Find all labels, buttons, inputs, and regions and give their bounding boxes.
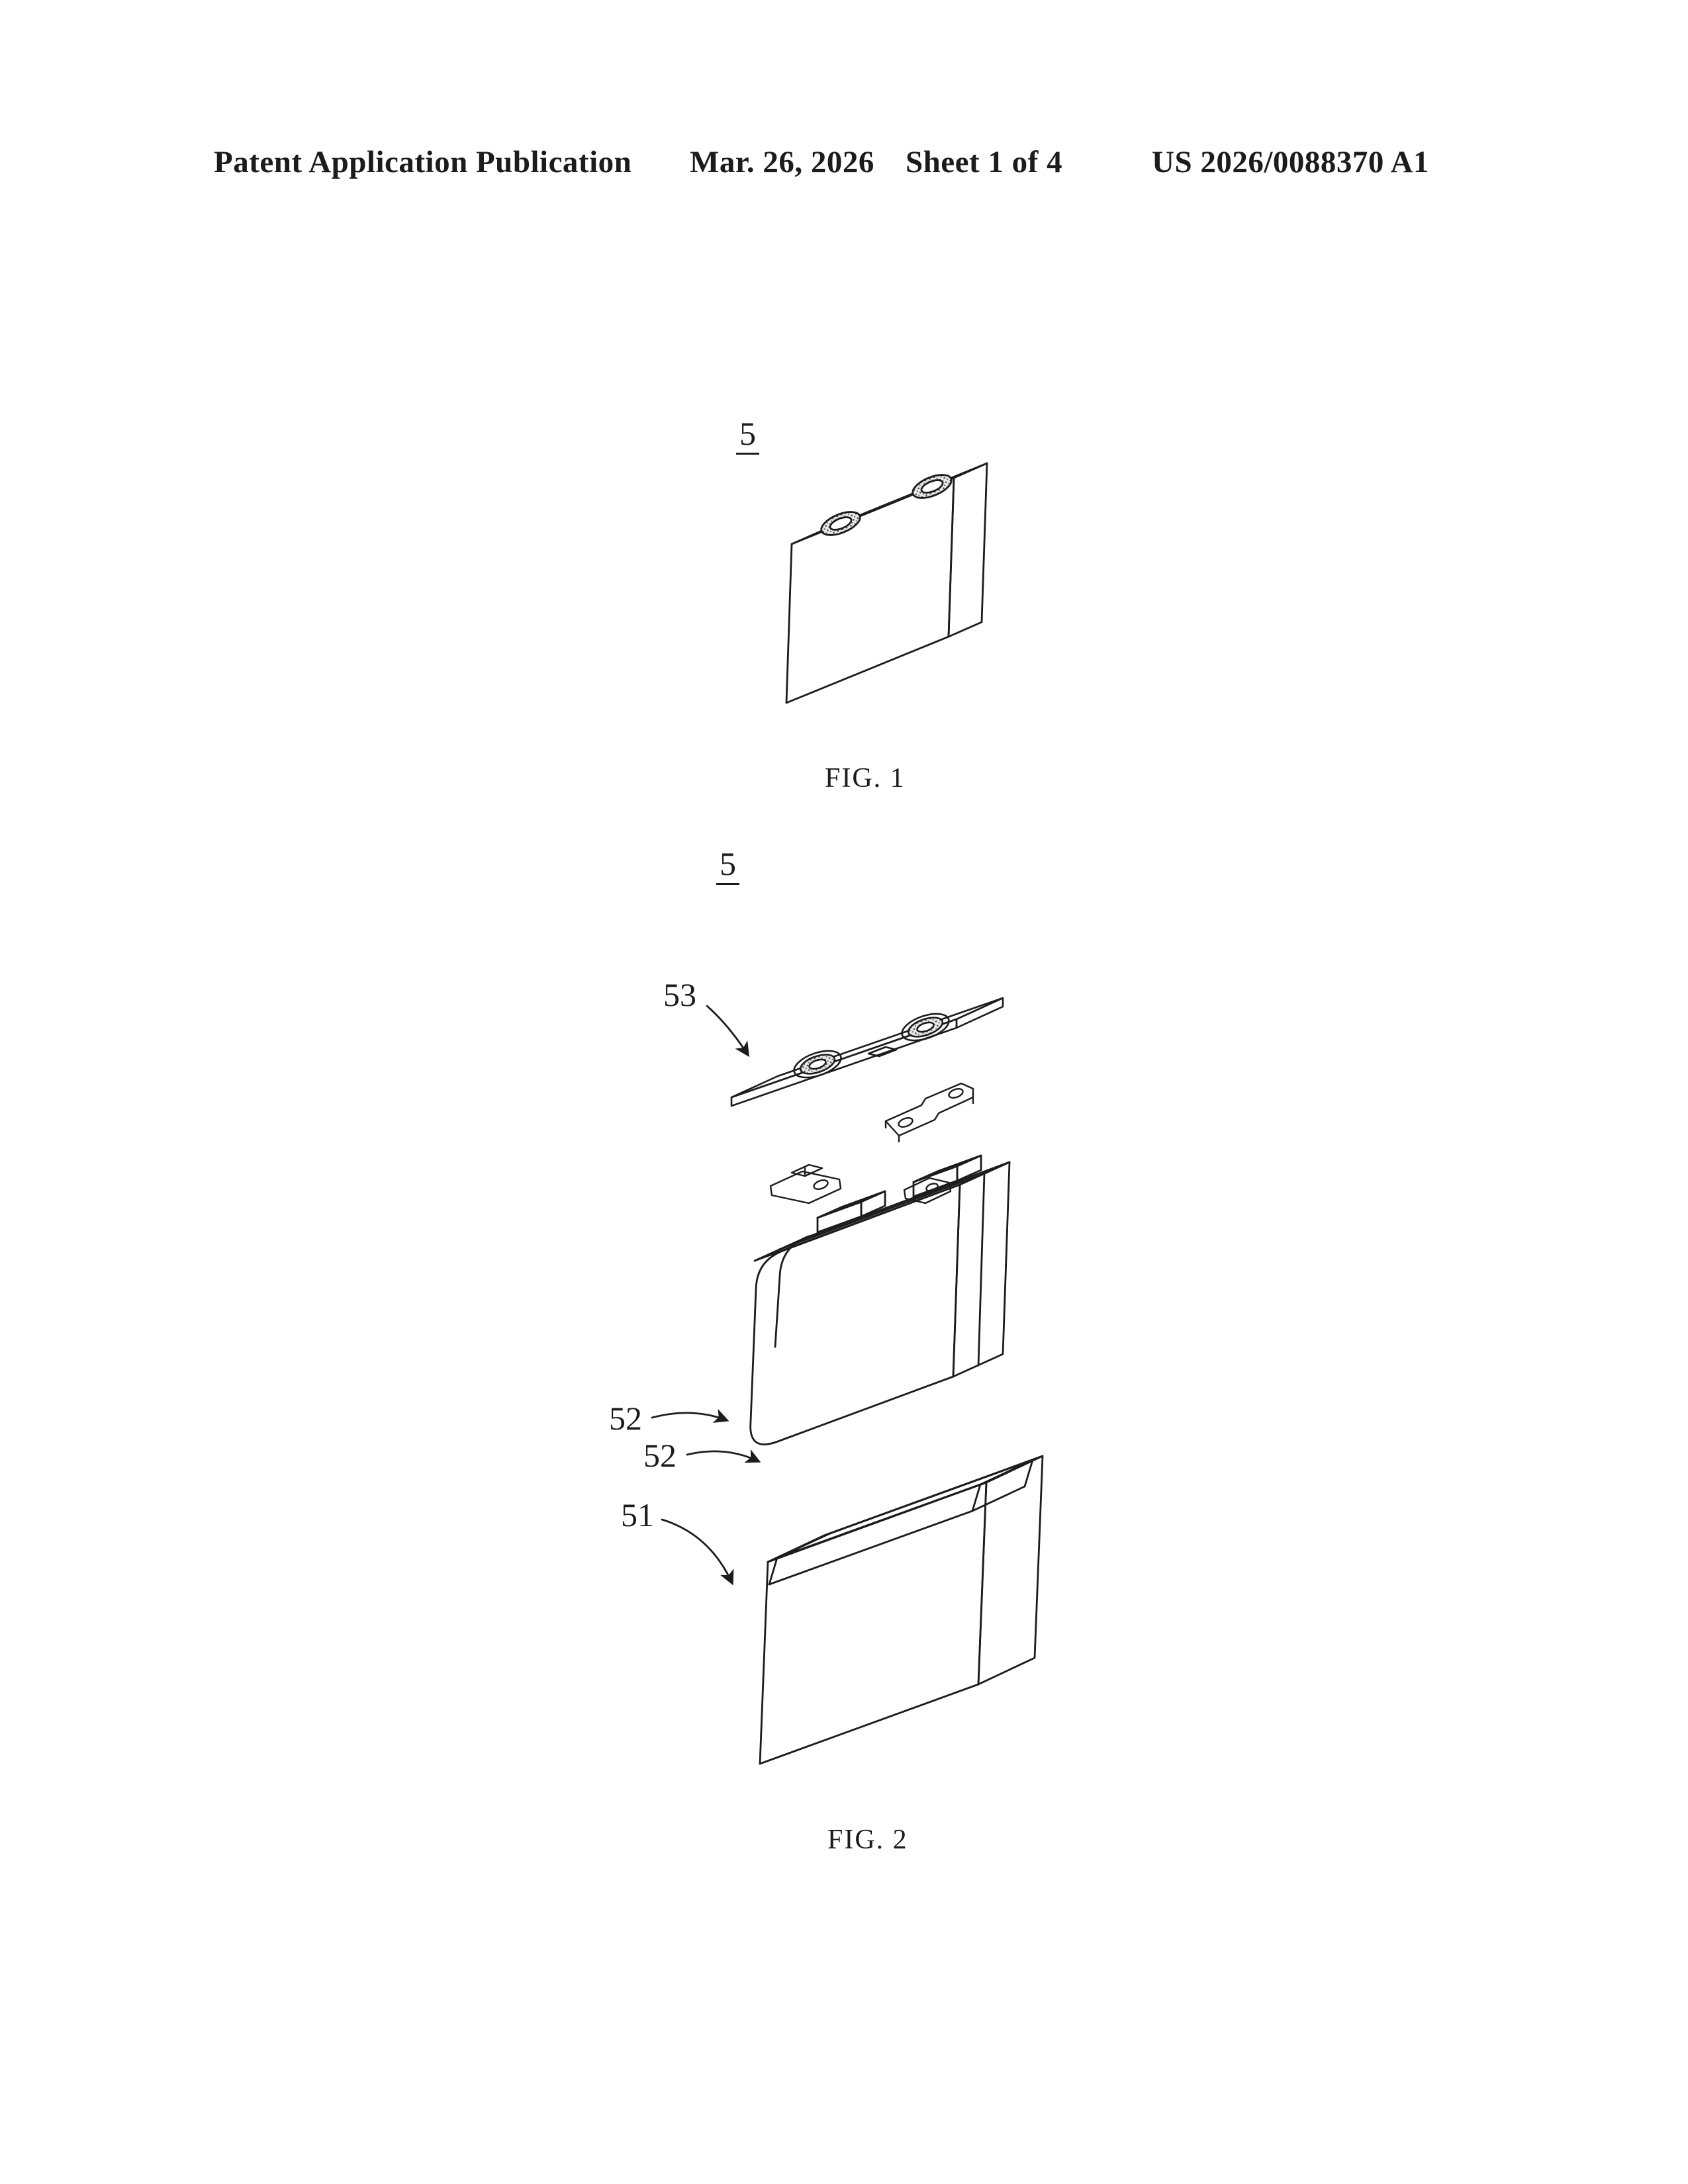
leader-arrow-52b — [686, 1449, 761, 1463]
fig2-connector-bracket-left — [769, 1163, 842, 1205]
fig2-ref-label-53: 53 — [663, 976, 696, 1013]
header-document-number: US 2026/0088370 A1 — [1152, 145, 1429, 179]
fig2-top-cover-plate — [730, 997, 1004, 1107]
fig2-cover-terminal-left — [793, 1050, 842, 1079]
fig1-caption: FIG. 1 — [825, 763, 906, 794]
fig1-front-face — [785, 477, 955, 704]
fig1-terminal-left — [820, 511, 861, 536]
fig2-cover-terminal-right — [901, 1013, 950, 1042]
leader-arrow-53 — [706, 1005, 750, 1058]
leader-arrow-52a — [651, 1408, 729, 1423]
fig2-leader-lines — [651, 1005, 761, 1586]
header-publication-title: Patent Application Publication — [214, 145, 632, 179]
fig1-battery-cell-drawing — [785, 462, 988, 704]
fig2-electrode-assembly — [749, 1154, 1011, 1445]
fig2-case-body — [759, 1455, 1044, 1765]
fig2-ref-label-51: 51 — [621, 1496, 654, 1533]
leader-arrow-51 — [661, 1518, 734, 1586]
fig2-ref-label-52b: 52 — [643, 1437, 677, 1474]
header-date: Mar. 26, 2026 — [690, 145, 874, 179]
fig1-terminal-right — [912, 474, 953, 499]
header-sheet-number: Sheet 1 of 4 — [906, 145, 1063, 179]
fig1-right-face — [947, 462, 988, 638]
fig2-connector-bracket-right — [884, 1082, 974, 1143]
fig1-assembly-ref-number: 5 — [736, 417, 759, 455]
fig2-assembly-ref-label: 5 — [716, 847, 739, 885]
fig2-caption: FIG. 2 — [827, 1825, 908, 1855]
fig2-ref-label-52a: 52 — [609, 1400, 642, 1437]
fig2-assembly-ref-number: 5 — [716, 847, 739, 885]
fig1-assembly-ref-label: 5 — [736, 417, 759, 455]
